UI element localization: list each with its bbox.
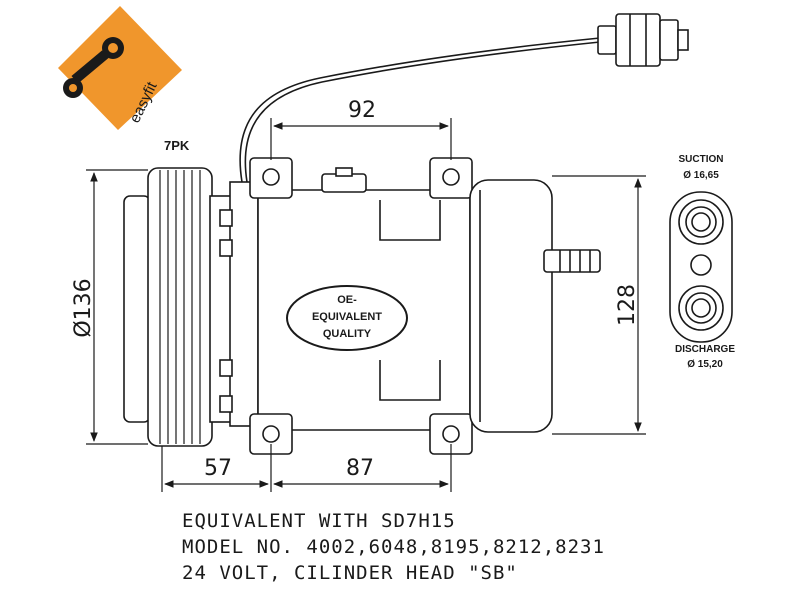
caption-line-model: MODEL NO. 4002,6048,8195,8212,8231 xyxy=(182,536,605,558)
easyfit-logo: easyfit xyxy=(58,6,182,130)
badge-line3: QUALITY xyxy=(323,328,372,340)
pulley xyxy=(123,167,233,447)
dimension-top-width xyxy=(270,118,452,160)
dimension-diameter-label: Ø136 xyxy=(71,278,96,337)
dimension-height-label: 128 xyxy=(615,284,640,326)
spec-caption: EQUIVALENT WITH SD7H15 MODEL NO. 4002,60… xyxy=(182,508,782,586)
caption-line-equivalent: EQUIVALENT WITH SD7H15 xyxy=(182,510,456,532)
oe-equivalent-badge: OE- EQUIVALENT QUALITY xyxy=(286,285,408,351)
dimension-bottom xyxy=(161,444,452,492)
dimension-mount-spacing-label: 87 xyxy=(346,456,374,481)
caption-line-voltage: 24 VOLT, CILINDER HEAD "SB" xyxy=(182,562,518,584)
dimension-pulley-offset-label: 57 xyxy=(204,456,232,481)
badge-line2: EQUIVALENT xyxy=(312,311,382,323)
suction-port-icon xyxy=(678,199,724,245)
discharge-label: DISCHARGE xyxy=(675,344,735,355)
belt-label: 7PK xyxy=(164,138,190,153)
bolt-hole-icon xyxy=(690,254,712,276)
discharge-size: Ø 15,20 xyxy=(687,359,723,370)
dimension-top-width-label: 92 xyxy=(348,98,376,123)
dimension-height xyxy=(552,175,646,435)
dimension-diameter xyxy=(86,169,148,445)
port-diagram xyxy=(669,191,733,343)
suction-size: Ø 16,65 xyxy=(683,170,719,181)
cable-connector xyxy=(597,13,689,67)
compressor-body xyxy=(219,157,601,455)
electrical-cable xyxy=(239,37,601,183)
logo-diamond xyxy=(58,6,182,130)
discharge-port-icon xyxy=(678,285,724,331)
suction-label: SUCTION xyxy=(679,154,724,165)
badge-line1: OE- xyxy=(337,294,357,306)
